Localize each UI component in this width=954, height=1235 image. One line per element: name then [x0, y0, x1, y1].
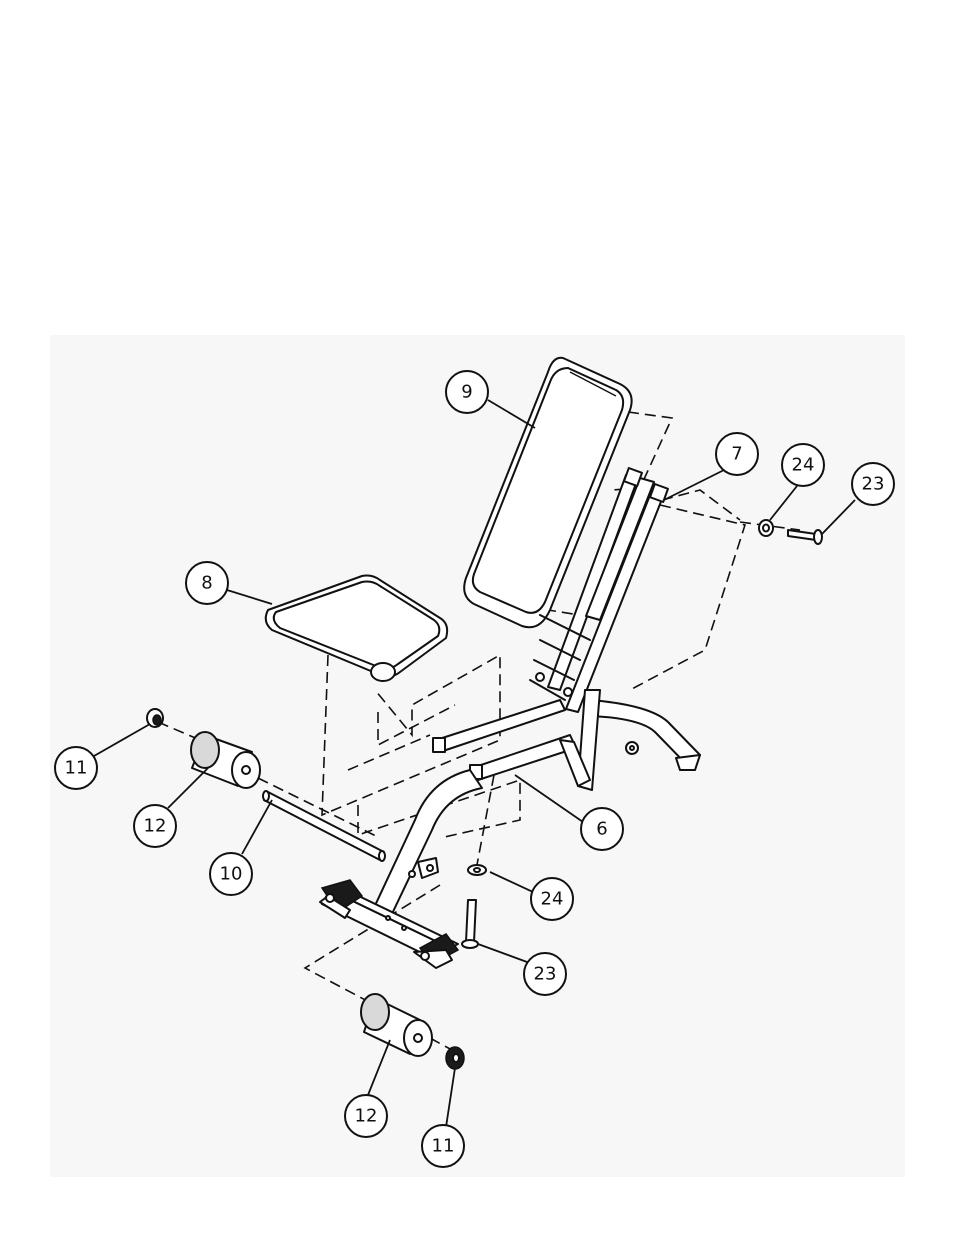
callout-8-label: 8 [201, 573, 212, 594]
callout-11-upper: 11 [55, 747, 97, 789]
callout-23-upper: 23 [852, 463, 894, 505]
callout-7: 7 [716, 433, 758, 475]
callout-10-label: 10 [220, 864, 243, 885]
callout-23-upper-label: 23 [862, 474, 885, 495]
callout-11-lower: 11 [422, 1125, 464, 1167]
callout-23-lower-label: 23 [534, 964, 557, 985]
callout-12-lower-label: 12 [355, 1106, 378, 1127]
callout-24-upper-label: 24 [792, 455, 815, 476]
callout-10: 10 [210, 853, 252, 895]
callout-8: 8 [186, 562, 228, 604]
callout-11-lower-label: 11 [432, 1136, 455, 1157]
callout-11-upper-label: 11 [65, 758, 88, 779]
callout-12-upper-label: 12 [144, 816, 167, 837]
callout-24-lower-label: 24 [541, 889, 564, 910]
callout-12-lower: 12 [345, 1095, 387, 1137]
lower-end-cap [446, 1047, 464, 1069]
callout-12-upper: 12 [134, 805, 176, 847]
callout-24-upper: 24 [782, 444, 824, 486]
callout-6-label: 6 [596, 819, 607, 840]
callout-23-lower: 23 [524, 953, 566, 995]
callout-7-label: 7 [731, 444, 742, 465]
callout-9: 9 [446, 371, 488, 413]
callout-6: 6 [581, 808, 623, 850]
callout-24-lower: 24 [531, 878, 573, 920]
callout-9-label: 9 [461, 382, 472, 403]
drawing-panel [50, 335, 905, 1177]
